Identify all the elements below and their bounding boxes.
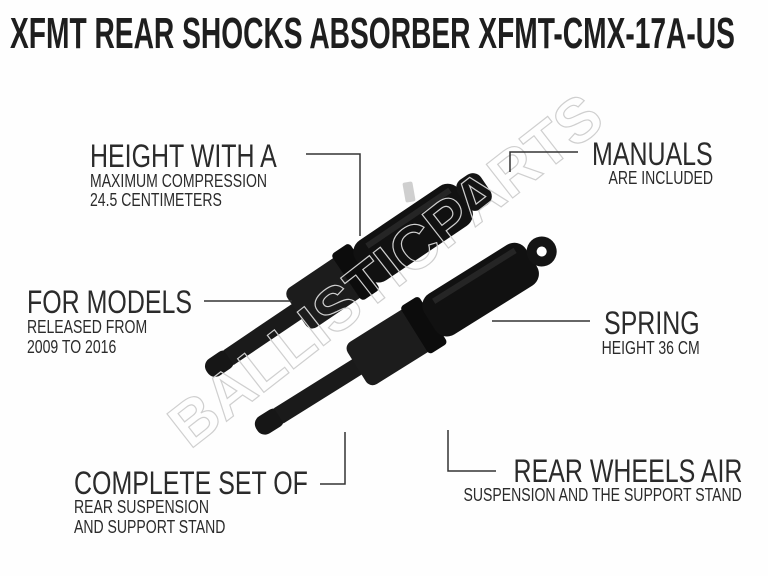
callout-spring-line1: HEIGHT 36 CM (601, 338, 700, 358)
callout-wheels-line1: SUSPENSION AND THE SUPPORT STAND (463, 485, 742, 505)
callout-set-heading: COMPLETE SET OF (74, 465, 308, 501)
shock-absorber-lower (254, 236, 557, 435)
callout-set-line2: AND SUPPORT STAND (74, 517, 226, 537)
callout-height-line2: 24.5 CENTIMETERS (90, 190, 222, 210)
callout-set-line1: REAR SUSPENSION (74, 497, 209, 517)
callout-manuals-line1: ARE INCLUDED (608, 168, 713, 188)
product-title: XFMT REAR SHOCKS ABSORBER XFMT-CMX-17A-U… (10, 9, 735, 58)
shock-absorber-upper (204, 173, 492, 377)
callout-spring-heading: SPRING (604, 305, 700, 341)
callout-wheels-heading: REAR WHEELS AIR (513, 453, 742, 489)
callout-height-heading: HEIGHT WITH A (90, 138, 277, 174)
callout-manuals-heading: MANUALS (592, 136, 713, 172)
callout-models-line1: RELEASED FROM (27, 317, 148, 337)
callout-models-line2: 2009 TO 2016 (27, 337, 117, 357)
callout-height-line1: MAXIMUM COMPRESSION (90, 171, 268, 191)
callout-models-heading: FOR MODELS (27, 284, 193, 320)
leader-lines (204, 151, 590, 485)
